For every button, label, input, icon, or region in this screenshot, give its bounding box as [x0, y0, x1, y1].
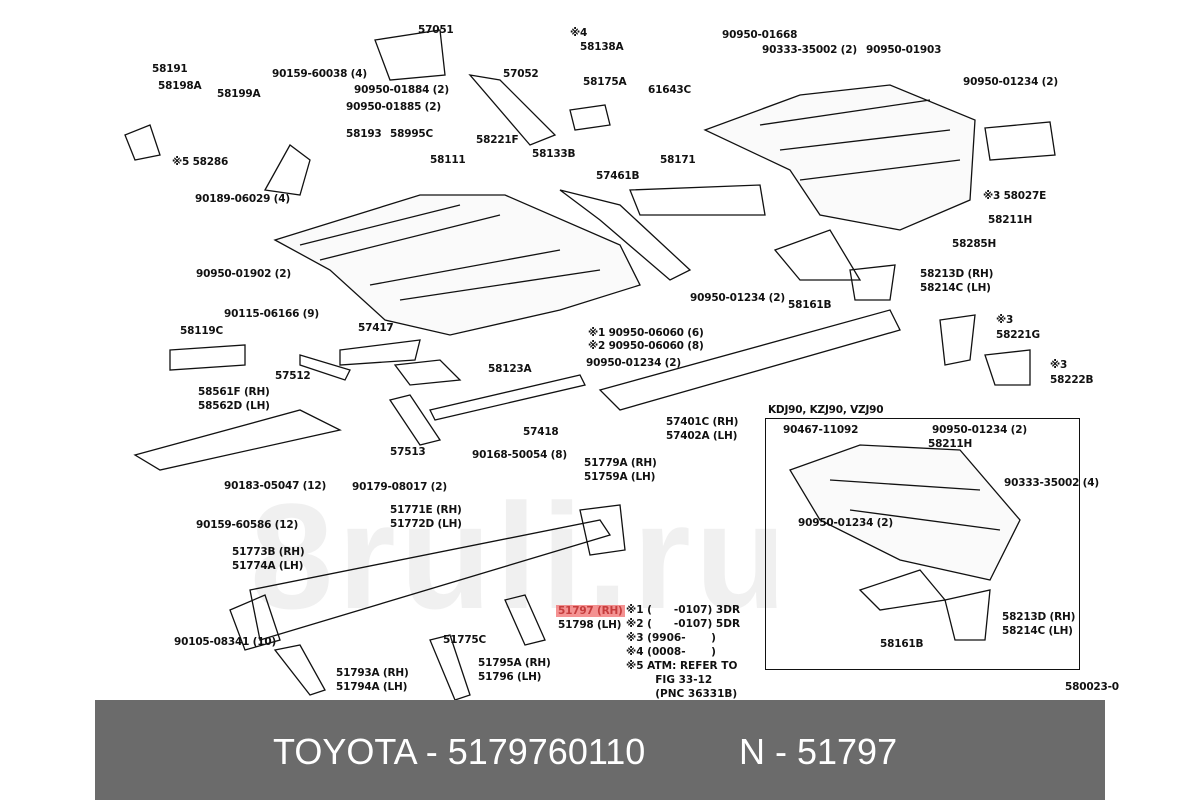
part-number-text: TOYOTA - 5179760110: [273, 731, 646, 772]
floor-pan-rear: [703, 84, 976, 231]
highlighted-part-label[interactable]: 51797 (RH): [556, 605, 625, 617]
part-label[interactable]: 90333-35002 (2): [762, 44, 857, 56]
part-label[interactable]: 58161B: [880, 638, 924, 650]
part-label[interactable]: 57052: [503, 68, 539, 80]
parts-diagram: 8ruli.ru 57051 ※4 58138A 58191 58198A 58…: [124, 24, 1119, 701]
footnote: ※2 ( -0107) 5DR: [626, 618, 741, 630]
note-marker: ※3: [1050, 359, 1068, 371]
part-label[interactable]: 90189-06029 (4): [195, 193, 290, 205]
part-label[interactable]: 58995C: [390, 128, 434, 140]
part-label[interactable]: 58119C: [180, 325, 224, 337]
part-label[interactable]: 58285H: [952, 238, 997, 250]
part-label[interactable]: 90159-60038 (4): [272, 68, 367, 80]
part-label[interactable]: 57417: [358, 322, 394, 334]
part-label[interactable]: 58138A: [580, 41, 624, 53]
part-label[interactable]: 51796 (LH): [478, 671, 542, 683]
part-label[interactable]: ※2 90950-06060 (8): [588, 340, 704, 352]
inset-floor: [789, 444, 1021, 581]
part-label[interactable]: 58214C (LH): [1002, 625, 1073, 637]
part-label[interactable]: 58213D (RH): [1002, 611, 1076, 623]
note-marker: ※4: [570, 27, 588, 39]
part-label[interactable]: 61643C: [648, 84, 692, 96]
part-label[interactable]: 58123A: [488, 363, 532, 375]
note-marker: ※3: [996, 314, 1014, 326]
part-label[interactable]: 58211H: [988, 214, 1033, 226]
part-label[interactable]: 51759A (LH): [584, 471, 656, 483]
part-number-banner: TOYOTA - 5179760110 N - 51797: [95, 700, 1105, 800]
part-label[interactable]: 58198A: [158, 80, 202, 92]
pnc-text: N - 51797: [739, 731, 898, 772]
part-label[interactable]: 58171: [660, 154, 696, 166]
part-label[interactable]: 90950-01234 (2): [690, 292, 785, 304]
footnote: (PNC 36331B): [626, 688, 738, 700]
part-label[interactable]: 58221G: [996, 329, 1040, 341]
part-label[interactable]: 51793A (RH): [336, 667, 409, 679]
small-parts: [124, 29, 1056, 700]
part-label[interactable]: 51773B (RH): [232, 546, 305, 558]
part-label[interactable]: 90179-08017 (2): [352, 481, 447, 493]
footnote: ※3 (9906- ): [626, 632, 716, 644]
part-label[interactable]: 90950-01885 (2): [346, 101, 441, 113]
part-label[interactable]: 58221F: [476, 134, 519, 146]
diagram-number: 580023-0: [1065, 681, 1119, 693]
part-label[interactable]: 58133B: [532, 148, 576, 160]
part-label[interactable]: 58191: [152, 63, 188, 75]
inset-box: [765, 418, 1080, 670]
part-label[interactable]: 58214C (LH): [920, 282, 991, 294]
part-label[interactable]: 58161B: [788, 299, 832, 311]
part-label[interactable]: 90950-01884 (2): [354, 84, 449, 96]
part-label[interactable]: 58111: [430, 154, 466, 166]
part-label[interactable]: 51794A (LH): [336, 681, 408, 693]
part-label[interactable]: 90183-05047 (12): [224, 480, 327, 492]
part-label[interactable]: 51772D (LH): [390, 518, 462, 530]
part-label[interactable]: 57512: [275, 370, 311, 382]
part-label[interactable]: 90950-01903: [866, 44, 942, 56]
part-label[interactable]: 58175A: [583, 76, 627, 88]
part-label[interactable]: 58211H: [928, 438, 973, 450]
footnote: ※5 ATM: REFER TO: [626, 660, 738, 672]
part-label[interactable]: 90168-50054 (8): [472, 449, 567, 461]
part-label[interactable]: ※3 58027E: [983, 190, 1047, 202]
part-label[interactable]: 90467-11092: [783, 424, 859, 436]
part-label[interactable]: 90105-08341 (10): [174, 636, 277, 648]
footnote: ※1 ( -0107) 3DR: [626, 604, 741, 616]
part-label[interactable]: 51775C: [443, 634, 487, 646]
part-label[interactable]: 57401C (RH): [666, 416, 739, 428]
part-label[interactable]: 90950-01902 (2): [196, 268, 291, 280]
part-label[interactable]: ※5 58286: [172, 156, 229, 168]
part-label[interactable]: 57402A (LH): [666, 430, 738, 442]
part-label[interactable]: 58199A: [217, 88, 261, 100]
part-label[interactable]: 57513: [390, 446, 426, 458]
floor-pan-front: [273, 194, 641, 336]
part-label[interactable]: 57418: [523, 426, 559, 438]
part-label[interactable]: 90333-35002 (4): [1004, 477, 1099, 489]
part-label[interactable]: 51774A (LH): [232, 560, 304, 572]
part-label[interactable]: 90950-01234 (2): [586, 357, 681, 369]
inset-title: KDJ90, KZJ90, VZJ90: [768, 404, 884, 416]
footnotes: ※1 ( -0107) 3DR ※2 ( -0107) 5DR ※3 (9906…: [626, 603, 740, 701]
part-label[interactable]: 90950-01234 (2): [963, 76, 1058, 88]
part-label[interactable]: 58193: [346, 128, 382, 140]
part-label[interactable]: 58562D (LH): [198, 400, 270, 412]
footnote: FIG 33-12: [626, 674, 713, 686]
part-label[interactable]: 51795A (RH): [478, 657, 551, 669]
part-label[interactable]: 90950-01234 (2): [798, 517, 893, 529]
part-label[interactable]: 90950-01668: [722, 29, 798, 41]
parts-drawing: [124, 29, 1056, 700]
part-label[interactable]: 51798 (LH): [558, 619, 622, 631]
part-label[interactable]: 51771E (RH): [390, 504, 462, 516]
part-label[interactable]: 51779A (RH): [584, 457, 657, 469]
part-label[interactable]: ※1 90950-06060 (6): [588, 327, 704, 339]
part-label[interactable]: 58561F (RH): [198, 386, 270, 398]
part-label[interactable]: 57461B: [596, 170, 640, 182]
part-label[interactable]: 57051: [418, 24, 454, 36]
part-label[interactable]: 90950-01234 (2): [932, 424, 1027, 436]
part-label[interactable]: 58213D (RH): [920, 268, 994, 280]
footnote: ※4 (0008- ): [626, 646, 716, 658]
part-label[interactable]: 58222B: [1050, 374, 1094, 386]
part-label[interactable]: 90159-60586 (12): [196, 519, 299, 531]
watermark: 8ruli.ru: [250, 472, 791, 640]
part-label[interactable]: 90115-06166 (9): [224, 308, 319, 320]
